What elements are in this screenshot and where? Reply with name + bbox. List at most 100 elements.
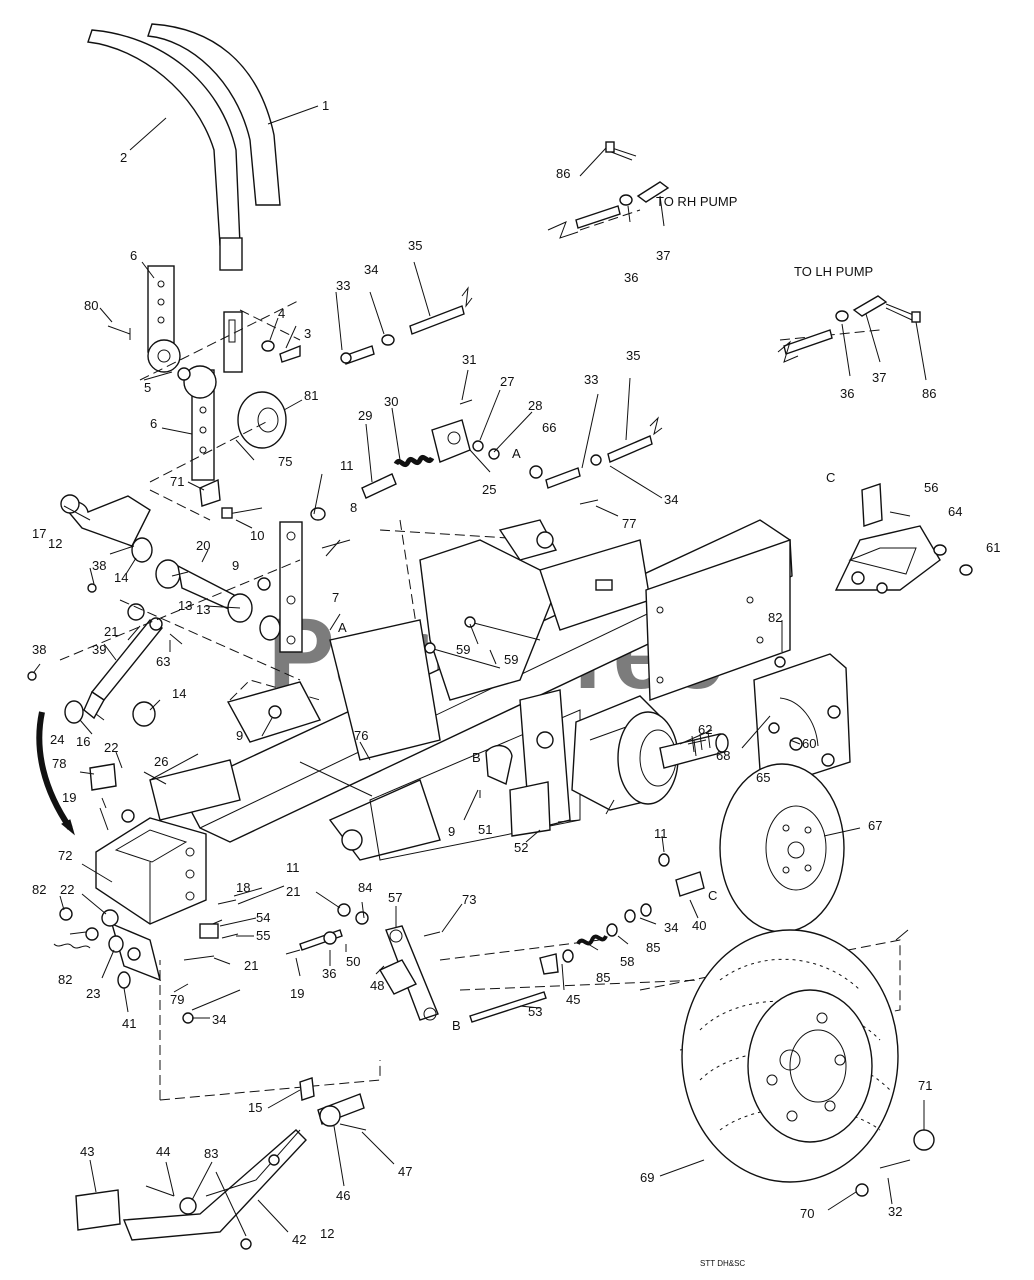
callout-43[interactable]: 43 — [80, 1144, 94, 1159]
callout-63[interactable]: 63 — [156, 654, 170, 669]
callout-75[interactable]: 75 — [278, 454, 292, 469]
callout-27[interactable]: 27 — [500, 374, 514, 389]
callout-59[interactable]: 59 — [456, 642, 470, 657]
callout-82[interactable]: 82 — [768, 610, 782, 625]
callout-69[interactable]: 69 — [640, 1170, 654, 1185]
callout-4[interactable]: 4 — [278, 306, 285, 321]
callout-56[interactable]: 56 — [924, 480, 938, 495]
callout-28[interactable]: 28 — [528, 398, 542, 413]
callout-66[interactable]: 66 — [542, 420, 556, 435]
callout-37[interactable]: 37 — [656, 248, 670, 263]
callout-82[interactable]: 82 — [58, 972, 72, 987]
callout-12[interactable]: 12 — [320, 1226, 334, 1241]
callout-71[interactable]: 71 — [170, 474, 184, 489]
callout-16[interactable]: 16 — [76, 734, 90, 749]
callout-34[interactable]: 34 — [364, 262, 378, 277]
callout-61[interactable]: 61 — [986, 540, 1000, 555]
callout-5[interactable]: 5 — [144, 380, 151, 395]
callout-34[interactable]: 34 — [212, 1012, 226, 1027]
callout-41[interactable]: 41 — [122, 1016, 136, 1031]
callout-14[interactable]: 14 — [114, 570, 128, 585]
callout-78[interactable]: 78 — [52, 756, 66, 771]
callout-83[interactable]: 83 — [204, 1146, 218, 1161]
callout-19[interactable]: 19 — [62, 790, 76, 805]
callout-8[interactable]: 8 — [350, 500, 357, 515]
callout-1[interactable]: 1 — [322, 98, 329, 113]
callout-71[interactable]: 71 — [918, 1078, 932, 1093]
callout-72[interactable]: 72 — [58, 848, 72, 863]
callout-76[interactable]: 76 — [354, 728, 368, 743]
callout-70[interactable]: 70 — [800, 1206, 814, 1221]
callout-33[interactable]: 33 — [584, 372, 598, 387]
callout-21[interactable]: 21 — [104, 624, 118, 639]
callout-13[interactable]: 13 — [178, 598, 192, 613]
callout-20[interactable]: 20 — [196, 538, 210, 553]
callout-57[interactable]: 57 — [388, 890, 402, 905]
callout-26[interactable]: 26 — [154, 754, 168, 769]
callout-51[interactable]: 51 — [478, 822, 492, 837]
callout-85[interactable]: 85 — [596, 970, 610, 985]
callout-11[interactable]: 11 — [286, 860, 300, 875]
callout-39[interactable]: 39 — [92, 642, 106, 657]
callout-11[interactable]: 11 — [654, 826, 668, 841]
callout-29[interactable]: 29 — [358, 408, 372, 423]
callout-19[interactable]: 19 — [290, 986, 304, 1001]
callout-31[interactable]: 31 — [462, 352, 476, 367]
callout-22[interactable]: 22 — [60, 882, 74, 897]
callout-21[interactable]: 21 — [244, 958, 258, 973]
callout-44[interactable]: 44 — [156, 1144, 170, 1159]
callout-3[interactable]: 3 — [304, 326, 311, 341]
callout-9[interactable]: 9 — [448, 824, 455, 839]
callout-68[interactable]: 68 — [716, 748, 730, 763]
callout-34[interactable]: 34 — [664, 492, 678, 507]
callout-79[interactable]: 79 — [170, 992, 184, 1007]
callout-47[interactable]: 47 — [398, 1164, 412, 1179]
callout-58[interactable]: 58 — [620, 954, 634, 969]
callout-34[interactable]: 34 — [664, 920, 678, 935]
callout-48[interactable]: 48 — [370, 978, 384, 993]
callout-9[interactable]: 9 — [236, 728, 243, 743]
callout-18[interactable]: 18 — [236, 880, 250, 895]
callout-11[interactable]: 11 — [340, 458, 354, 473]
callout-36[interactable]: 36 — [322, 966, 336, 981]
callout-77[interactable]: 77 — [622, 516, 636, 531]
callout-17[interactable]: 17 — [32, 526, 46, 541]
callout-62[interactable]: 62 — [698, 722, 712, 737]
callout-54[interactable]: 54 — [256, 910, 270, 925]
callout-82[interactable]: 82 — [32, 882, 46, 897]
callout-6[interactable]: 6 — [130, 248, 137, 263]
callout-80[interactable]: 80 — [84, 298, 98, 313]
callout-9[interactable]: 9 — [232, 558, 239, 573]
callout-33[interactable]: 33 — [336, 278, 350, 293]
callout-38[interactable]: 38 — [32, 642, 46, 657]
callout-35[interactable]: 35 — [626, 348, 640, 363]
callout-21[interactable]: 21 — [286, 884, 300, 899]
callout-24[interactable]: 24 — [50, 732, 64, 747]
callout-45[interactable]: 45 — [566, 992, 580, 1007]
callout-55[interactable]: 55 — [256, 928, 270, 943]
callout-42[interactable]: 42 — [292, 1232, 306, 1247]
callout-36[interactable]: 36 — [624, 270, 638, 285]
callout-40[interactable]: 40 — [692, 918, 706, 933]
callout-36[interactable]: 36 — [840, 386, 854, 401]
callout-52[interactable]: 52 — [514, 840, 528, 855]
callout-32[interactable]: 32 — [888, 1204, 902, 1219]
callout-50[interactable]: 50 — [346, 954, 360, 969]
callout-37[interactable]: 37 — [872, 370, 886, 385]
callout-2[interactable]: 2 — [120, 150, 127, 165]
callout-12[interactable]: 12 — [48, 536, 62, 551]
callout-73[interactable]: 73 — [462, 892, 476, 907]
callout-81[interactable]: 81 — [304, 388, 318, 403]
callout-46[interactable]: 46 — [336, 1188, 350, 1203]
callout-67[interactable]: 67 — [868, 818, 882, 833]
callout-10[interactable]: 10 — [250, 528, 264, 543]
callout-84[interactable]: 84 — [358, 880, 372, 895]
callout-25[interactable]: 25 — [482, 482, 496, 497]
callout-59[interactable]: 59 — [504, 652, 518, 667]
callout-6[interactable]: 6 — [150, 416, 157, 431]
callout-86[interactable]: 86 — [556, 166, 570, 181]
callout-60[interactable]: 60 — [802, 736, 816, 751]
callout-53[interactable]: 53 — [528, 1004, 542, 1019]
callout-7[interactable]: 7 — [332, 590, 339, 605]
callout-23[interactable]: 23 — [86, 986, 100, 1001]
